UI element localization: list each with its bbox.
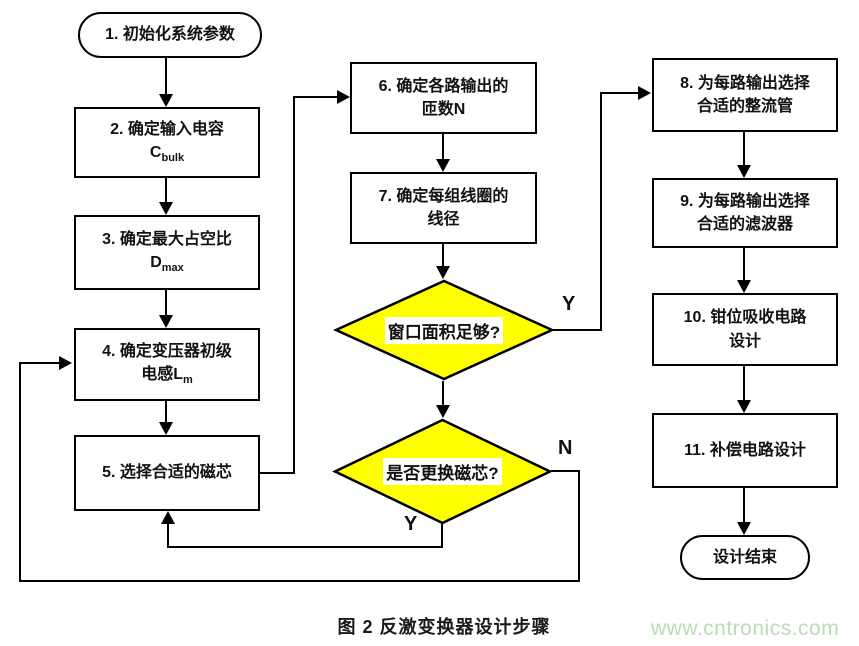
connector-window-yes-seg3 xyxy=(600,92,639,94)
node-step4-line1: 4. 确定变压器初级 xyxy=(102,342,232,360)
connector-window-yes-seg2 xyxy=(600,92,602,331)
decision-window-text: 窗口面积足够? xyxy=(333,279,555,381)
arrowhead-down xyxy=(436,159,450,172)
node-step6-line2: 匝数N xyxy=(421,101,466,118)
formula-base: C xyxy=(149,144,162,162)
arrowhead-down xyxy=(159,202,173,215)
node-step4: 4. 确定变压器初级 电感Lm xyxy=(74,328,260,401)
decision-core-label: 是否更换磁芯? xyxy=(383,458,502,485)
connector-step11-end xyxy=(743,488,745,523)
connector-step2-step3 xyxy=(165,178,167,203)
node-step9: 9. 为每路输出选择 合适的滤波器 xyxy=(652,178,838,248)
node-step7-line2: 线径 xyxy=(427,211,460,228)
connector-core-yes-seg2 xyxy=(167,546,443,548)
arrowhead-down xyxy=(159,94,173,107)
decision-window-area: 窗口面积足够? xyxy=(333,279,555,381)
node-start: 1. 初始化系统参数 xyxy=(78,12,262,58)
arrowhead-down xyxy=(737,165,751,178)
arrowhead-down xyxy=(737,280,751,293)
node-step3: 3. 确定最大占空比 Dmax xyxy=(74,215,260,290)
arrowhead-right xyxy=(638,86,651,100)
arrowhead-up xyxy=(161,511,175,524)
arrowhead-down xyxy=(159,315,173,328)
connector-step5-step6-seg3 xyxy=(293,96,338,98)
edge-label-window-yes: Y xyxy=(562,293,576,315)
arrowhead-down xyxy=(737,400,751,413)
connector-core-no-seg1 xyxy=(551,470,580,472)
node-step7: 7. 确定每组线圈的 线径 xyxy=(350,172,537,244)
formula-sub: bulk xyxy=(161,152,185,165)
formula-base: 电感L xyxy=(141,366,183,384)
node-end-label: 设计结束 xyxy=(712,548,777,566)
connector-start-step2 xyxy=(165,58,167,95)
connector-core-no-seg4 xyxy=(19,362,21,582)
connector-window-yes-seg1 xyxy=(553,329,602,331)
node-step6-line1: 6. 确定各路输出的 xyxy=(378,77,509,95)
arrowhead-down xyxy=(436,266,450,279)
node-step2-line1: 2. 确定输入电容 xyxy=(110,120,224,138)
node-end: 设计结束 xyxy=(680,535,810,580)
node-step2-formula: Cbulk xyxy=(150,141,184,167)
node-step3-line1: 3. 确定最大占空比 xyxy=(102,230,232,248)
connector-core-yes-seg3 xyxy=(167,523,169,548)
figure-caption: 图 2 反激变换器设计步骤 xyxy=(337,617,551,637)
connector-step6-step7 xyxy=(442,134,444,160)
connector-core-no-seg5 xyxy=(19,362,60,364)
connector-step5-step6-seg1 xyxy=(260,472,295,474)
connector-step4-step5 xyxy=(165,401,167,423)
arrowhead-right xyxy=(337,90,350,104)
connector-step9-step10 xyxy=(743,248,745,281)
connector-step3-step4 xyxy=(165,290,167,316)
connector-core-no-seg3 xyxy=(19,580,580,582)
formula-sub: m xyxy=(183,374,193,387)
node-start-label: 1. 初始化系统参数 xyxy=(105,26,235,44)
node-step10-line2: 设计 xyxy=(728,332,761,350)
node-step4-formula: 电感Lm xyxy=(141,363,193,389)
edge-label-core-no: N xyxy=(558,437,573,459)
arrowhead-down xyxy=(159,422,173,435)
node-step9-line1: 9. 为每路输出选择 xyxy=(680,192,810,210)
edge-label-core-yes: Y xyxy=(404,513,418,535)
connector-step10-step11 xyxy=(743,366,745,401)
node-step8-line1: 8. 为每路输出选择 xyxy=(680,74,810,92)
node-step11-label: 11. 补偿电路设计 xyxy=(684,441,806,459)
formula-sub: max xyxy=(161,262,184,275)
node-step3-formula: Dmax xyxy=(150,251,184,277)
node-step5-label: 5. 选择合适的磁芯 xyxy=(102,464,232,482)
connector-core-yes-seg1 xyxy=(441,523,443,548)
watermark-text: www.cntronics.com xyxy=(651,617,840,640)
connector-step8-step9 xyxy=(743,132,745,166)
connector-step5-step6-seg2 xyxy=(293,96,295,474)
arrowhead-down xyxy=(436,405,450,418)
node-step10-line1: 10. 钳位吸收电路 xyxy=(683,309,807,327)
node-step7-line1: 7. 确定每组线圈的 xyxy=(378,187,509,205)
arrowhead-right xyxy=(59,356,72,370)
connector-step7-decision-window xyxy=(442,244,444,267)
node-step5: 5. 选择合适的磁芯 xyxy=(74,435,260,511)
connector-core-no-seg2 xyxy=(578,470,580,582)
connector-decision-window-decision-core xyxy=(442,381,444,406)
decision-core-text: 是否更换磁芯? xyxy=(332,418,553,525)
node-step10: 10. 钳位吸收电路 设计 xyxy=(652,293,838,366)
arrowhead-down xyxy=(737,522,751,535)
node-step6: 6. 确定各路输出的 匝数N xyxy=(350,62,537,134)
node-step8-line2: 合适的整流管 xyxy=(696,98,793,115)
node-step2: 2. 确定输入电容 Cbulk xyxy=(74,107,260,178)
node-step11: 11. 补偿电路设计 xyxy=(652,413,838,488)
decision-window-label: 窗口面积足够? xyxy=(384,316,504,344)
node-step8: 8. 为每路输出选择 合适的整流管 xyxy=(652,58,838,132)
formula-base: D xyxy=(150,254,162,272)
node-step9-line2: 合适的滤波器 xyxy=(696,216,793,233)
decision-core-area: 是否更换磁芯? xyxy=(332,418,553,525)
